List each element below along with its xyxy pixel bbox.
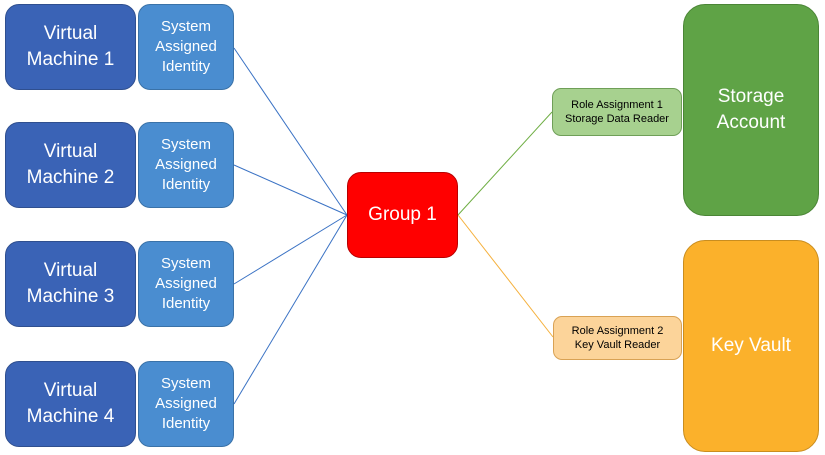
storage-account-label: Storage Account xyxy=(716,86,786,133)
connector-group-role-keyvault xyxy=(457,214,554,338)
role-assignment-key-vault[interactable]: Role Assignment 2 Key Vault Reader xyxy=(553,316,682,360)
connector-vm4-group xyxy=(233,214,348,405)
system-assigned-identity-4[interactable]: System Assigned Identity xyxy=(138,361,234,447)
virtual-machine-label: Virtual Machine 4 xyxy=(26,380,115,427)
key-vault-node[interactable]: Key Vault xyxy=(683,240,819,452)
system-assigned-identity-2[interactable]: System Assigned Identity xyxy=(138,122,234,208)
system-assigned-identity-1[interactable]: System Assigned Identity xyxy=(138,4,234,90)
key-vault-label: Key Vault xyxy=(711,335,791,356)
group-1-node[interactable]: Group 1 xyxy=(347,172,458,258)
system-assigned-identity-3[interactable]: System Assigned Identity xyxy=(138,241,234,327)
identity-label: System Assigned Identity xyxy=(155,18,217,75)
connector-vm3-group xyxy=(233,214,348,285)
virtual-machine-1[interactable]: Virtual Machine 1 xyxy=(5,4,136,90)
role-assignment-storage[interactable]: Role Assignment 1 Storage Data Reader xyxy=(552,88,682,136)
storage-account-node[interactable]: Storage Account xyxy=(683,4,819,216)
connector-group-role-storage xyxy=(457,111,553,216)
group-label: Group 1 xyxy=(368,204,437,225)
virtual-machine-label: Virtual Machine 2 xyxy=(26,141,115,188)
identity-label: System Assigned Identity xyxy=(155,375,217,432)
role-assignment-label: Role Assignment 2 Key Vault Reader xyxy=(571,325,664,351)
virtual-machine-2[interactable]: Virtual Machine 2 xyxy=(5,122,136,208)
virtual-machine-3[interactable]: Virtual Machine 3 xyxy=(5,241,136,327)
role-assignment-label: Role Assignment 1 Storage Data Reader xyxy=(565,99,669,125)
connector-vm1-group xyxy=(233,47,348,216)
virtual-machine-label: Virtual Machine 3 xyxy=(26,260,115,307)
virtual-machine-label: Virtual Machine 1 xyxy=(26,23,115,70)
connector-vm2-group xyxy=(233,164,348,216)
virtual-machine-4[interactable]: Virtual Machine 4 xyxy=(5,361,136,447)
identity-label: System Assigned Identity xyxy=(155,255,217,312)
identity-label: System Assigned Identity xyxy=(155,136,217,193)
